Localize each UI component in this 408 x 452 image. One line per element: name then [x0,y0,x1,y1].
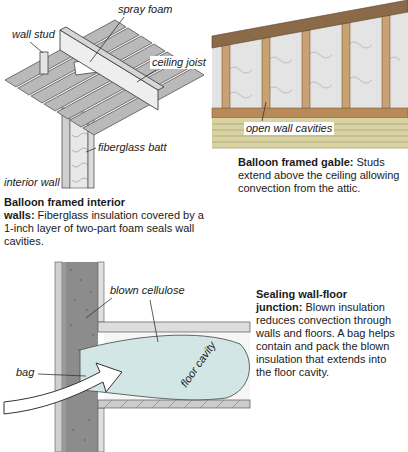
leader-line [137,70,156,82]
callout-label: spray foam [118,3,172,16]
leader-line [90,17,124,62]
leader-line [30,42,43,53]
ceiling-joist [60,30,158,110]
siding [55,262,62,452]
callout-label: fiberglass batt [98,141,166,154]
wall-floor-section [4,262,250,452]
ceiling-lath [5,20,204,135]
leader-lines [38,298,158,376]
ceiling-joist-top [60,27,164,90]
callout-label: open wall cavities [244,122,334,135]
callout-label: blown cellulose [108,284,187,297]
wall-stud-top [40,52,48,74]
caption-heading: Balloon framed gable: [238,156,354,168]
caption-block: Sealing wall-floor junction:Blown insula… [256,288,404,379]
blow-arrow [4,363,122,414]
roof-edge [212,0,408,48]
drywall [62,108,70,188]
leader-line [262,102,266,121]
callout-label: ceiling joist [150,56,208,69]
siding [212,118,408,148]
stud [382,15,390,110]
hatch [104,400,240,408]
drywall [98,262,104,322]
caption-block: Balloon framed gable:Studs extend above … [238,156,404,195]
leader-line [86,298,112,318]
stud [262,37,270,110]
insulation-texture [228,42,400,98]
subfloor [98,322,250,332]
callout-label: bag [16,366,34,379]
gable-wall [212,0,408,148]
drywall [98,408,104,452]
callout-label: wall stud [12,28,55,41]
ceiling-below [98,400,250,408]
stud [222,44,230,110]
leader-line [150,300,158,342]
callout-label: interior wall [4,176,60,189]
sheathing [62,262,66,452]
leader-line [38,374,86,376]
stud [302,30,310,110]
leader-line [86,148,96,152]
stud [342,22,350,110]
top-plate [212,108,408,118]
caption-block: Balloon framed interior walls:Fiberglass… [4,196,204,248]
